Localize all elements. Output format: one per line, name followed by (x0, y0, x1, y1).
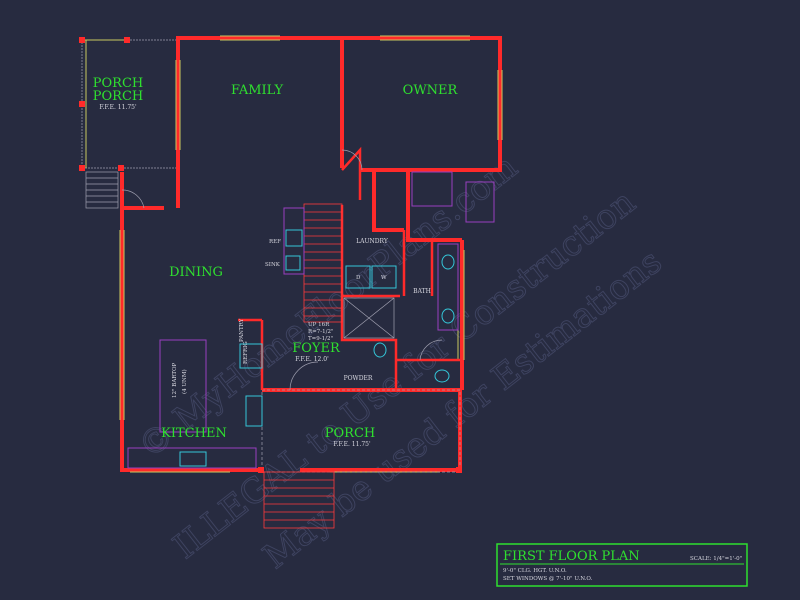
label-stairs-t: T=9-1/2" (308, 336, 333, 342)
kitchen-fixtures (127, 207, 305, 469)
label-stairs-r: R=7-1/2" (308, 329, 334, 335)
ffe-porch-front: F.F.E. 11.75' (333, 441, 371, 448)
label-washer: W (381, 275, 387, 281)
rear-porch (79, 37, 179, 209)
plan-scale: SCALE: 1/4"=1'-0" (690, 556, 742, 562)
room-labels: PORCH PORCH F.F.E. 11.75' FAMILY OWNER D… (93, 76, 459, 448)
room-label-bath: BATH (413, 288, 431, 295)
label-bartop: 12" BARTOP (172, 362, 178, 398)
label-stairs-up: UP 16R (308, 322, 330, 328)
door-swings (121, 149, 443, 391)
label-pantry: PANTRY (239, 318, 245, 342)
plan-note-1: 9'-0" CLG. HGT. U.N.O. (503, 568, 567, 574)
ffe-foyer: F.F.E. 12.0' (295, 356, 329, 363)
title-block: FIRST FLOOR PLAN SCALE: 1/4"=1'-0" 9'-0"… (496, 543, 748, 587)
watermark: © MyHomeFloorPlans.com ILLEGAL to Use fo… (130, 146, 670, 577)
room-label-family: FAMILY (231, 83, 284, 98)
ffe-porch-rear: F.F.E. 11.75' (99, 104, 137, 111)
room-label-laundry: LAUNDRY (356, 238, 389, 245)
bath-fixtures (373, 171, 495, 383)
room-label-porch-rear: PORCH (93, 76, 143, 91)
room-label-porch-front: PORCH (325, 426, 375, 441)
annotations: REF SINK PANTRY REFRIG 12" BARTOP (4 UNM… (172, 239, 387, 398)
room-label-owner: OWNER (403, 83, 459, 98)
laundry-fixtures (345, 265, 397, 289)
label-refrig: REFRIG (243, 341, 249, 364)
room-label-dining: DINING (169, 265, 223, 280)
label-sink: SINK (265, 262, 281, 268)
room-label-powder: POWDER (344, 375, 373, 382)
stairs (303, 203, 343, 323)
front-porch (258, 389, 462, 529)
room-label-foyer: FOYER (292, 341, 341, 356)
chase-shaft (343, 297, 395, 339)
plan-note-2: SET WINDOWS @ 7'-10" U.N.O. (503, 575, 593, 582)
room-label-kitchen: KITCHEN (161, 426, 227, 441)
room-label-porch-rear-2: PORCH (93, 89, 143, 104)
label-ref: REF (269, 239, 281, 245)
plan-title: FIRST FLOOR PLAN (503, 549, 640, 564)
label-bartop-sub: (4 UNM) (181, 369, 188, 394)
label-dryer: D (356, 275, 361, 281)
